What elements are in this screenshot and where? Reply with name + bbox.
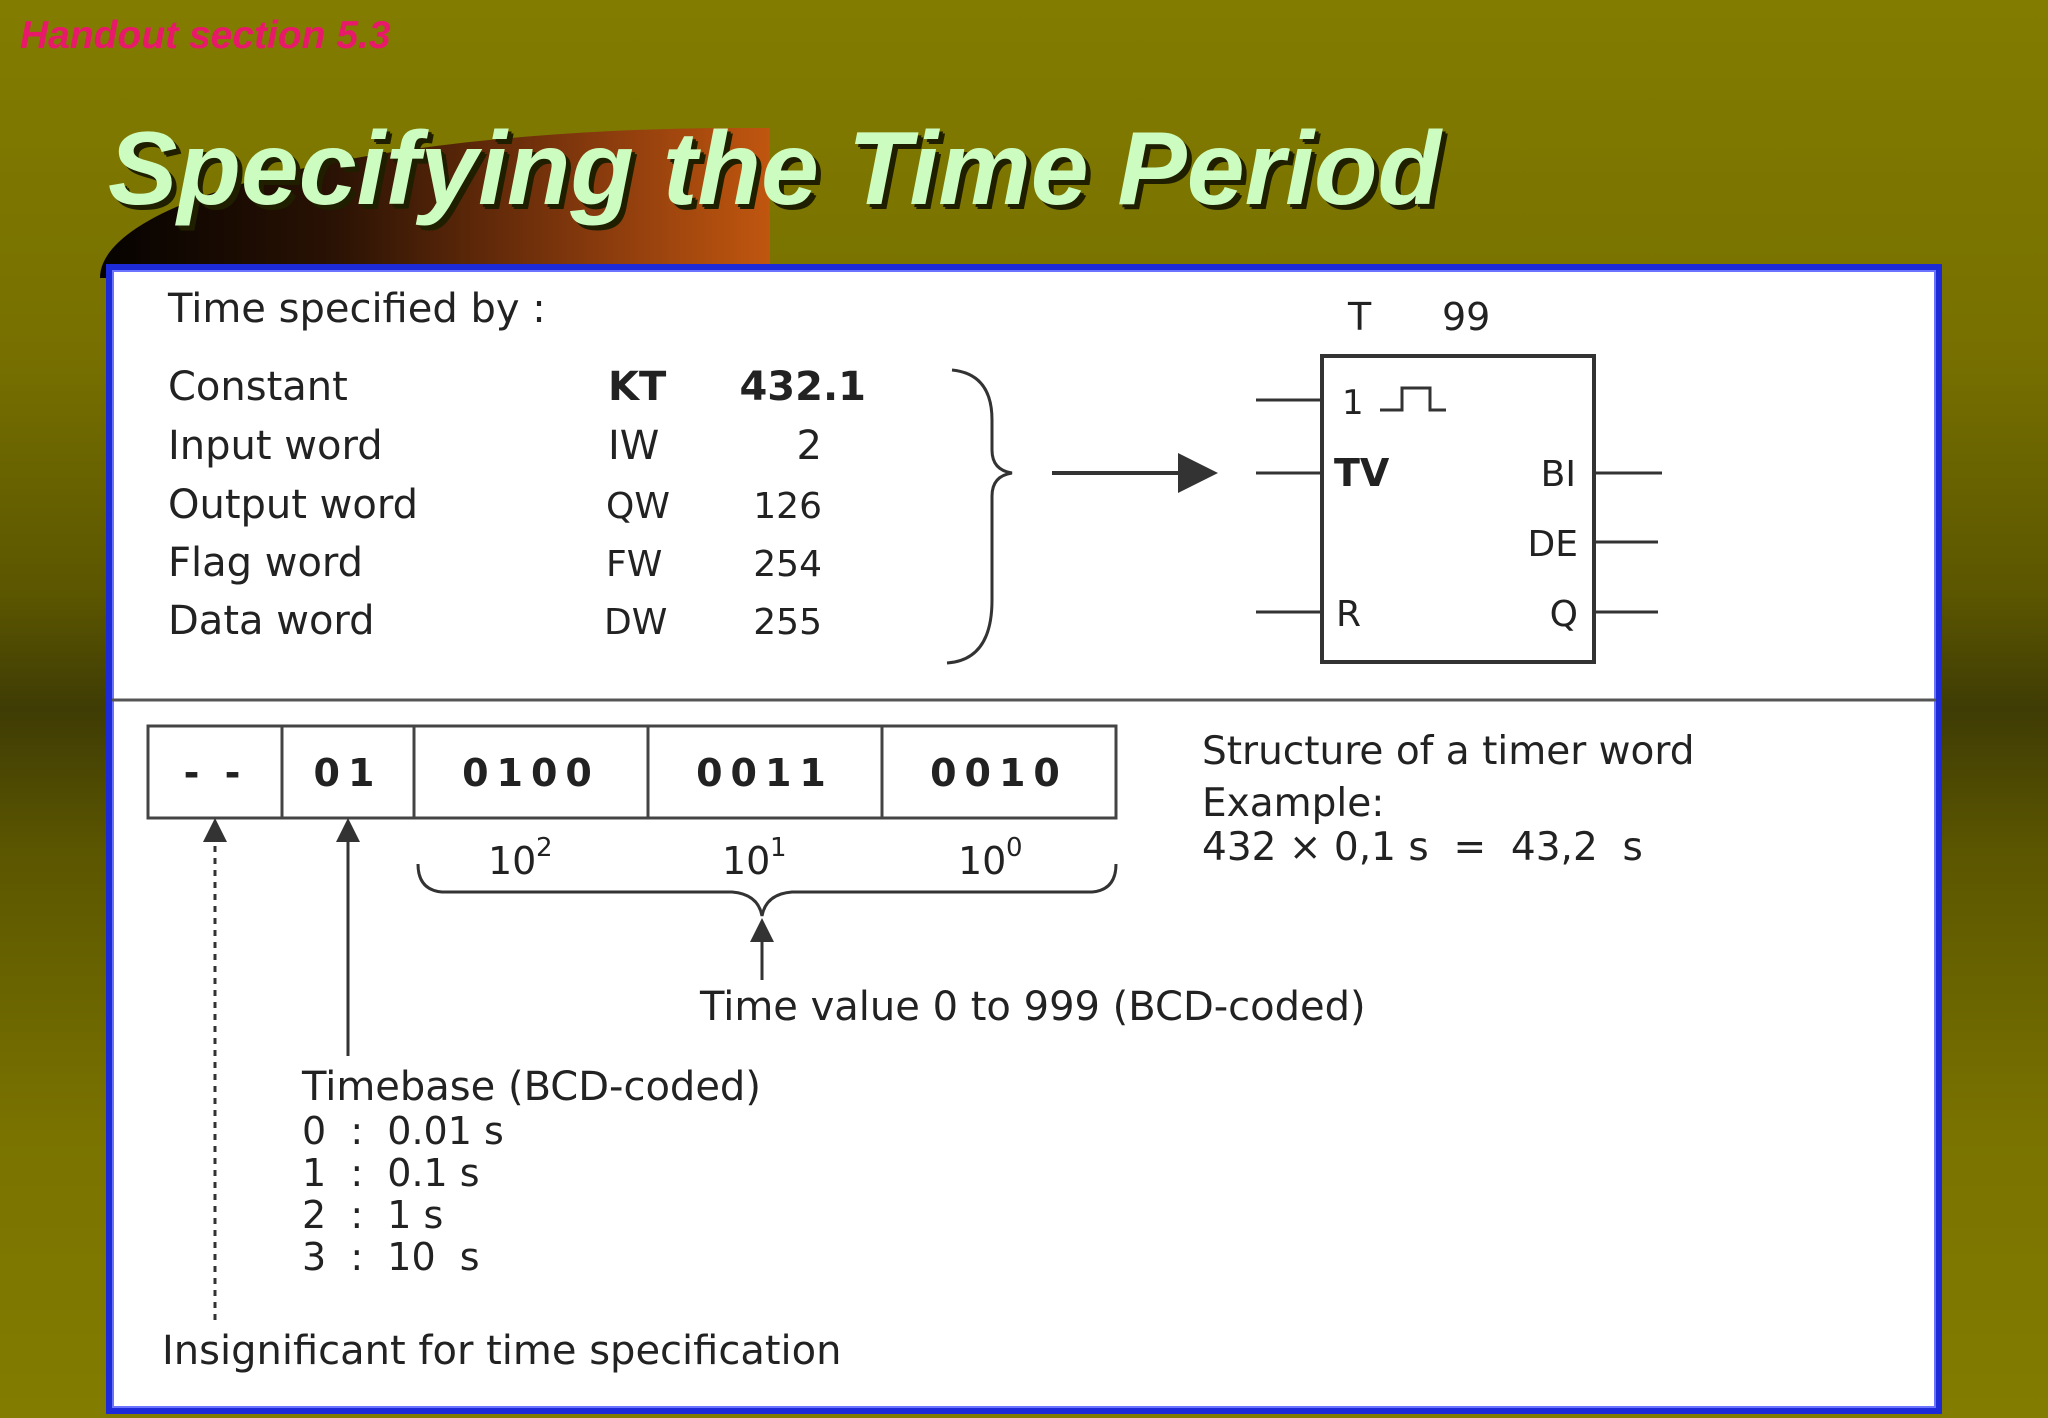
timebase-item: 3 : 10 s	[302, 1235, 480, 1279]
power-exponent: 0	[1006, 833, 1023, 863]
timer-word-cell	[146, 724, 284, 820]
timer-input-r: R	[1336, 594, 1361, 635]
example-label: Example:	[1202, 781, 1384, 826]
insignificant-label: Insignificant for time specification	[162, 1328, 841, 1374]
timebase-item: 1 : 0.1 s	[302, 1151, 480, 1195]
time-spec-label: Input word	[168, 423, 383, 469]
timer-word-cell-text: 0011	[696, 751, 834, 795]
timer-word-cell-text: - -	[184, 751, 247, 795]
timebase-item: 0 : 0.01 s	[302, 1109, 504, 1153]
time-spec-table: Constant KT 432.1 Input word IW 2 Output…	[168, 364, 866, 644]
slide-title: Specifying the Time Period	[108, 111, 1442, 227]
timer-word: - - 01 0100 0011 0010	[146, 724, 1118, 820]
time-spec-label: Data word	[168, 598, 375, 644]
time-spec-heading: Time specified by :	[167, 286, 546, 332]
time-spec-value: 255	[753, 602, 822, 643]
power-base: 10	[488, 839, 536, 883]
time-spec-value: 254	[753, 544, 822, 585]
timebase-list: 0 : 0.01 s 1 : 0.1 s 2 : 1 s 3 : 10 s	[302, 1109, 504, 1279]
powers-of-ten: 10 2 10 1 10 0	[488, 833, 1023, 883]
timebase-title: Timebase (BCD-coded)	[301, 1064, 761, 1110]
time-spec-value: 432.1	[739, 364, 866, 410]
power-exponent: 1	[770, 833, 787, 863]
structure-title: Structure of a timer word	[1202, 729, 1695, 774]
timer-word-cell-text: 01	[314, 751, 383, 795]
time-spec-label: Output word	[168, 482, 418, 528]
timer-word-cell-text: 0100	[462, 751, 600, 795]
time-spec-code: DW	[604, 602, 667, 643]
power-base: 10	[958, 839, 1006, 883]
handout-reference: Handout section 5.3	[20, 14, 391, 57]
timer-input-tv: TV	[1334, 451, 1390, 495]
time-spec-code: FW	[606, 544, 662, 585]
timer-diagram: Time specified by : Constant KT 432.1 In…	[112, 286, 1936, 1374]
time-spec-value: 2	[797, 423, 822, 469]
timer-input-start: 1	[1342, 383, 1364, 423]
timer-output-de: DE	[1528, 524, 1578, 565]
timer-output-q: Q	[1550, 594, 1578, 635]
time-spec-value: 126	[753, 486, 822, 527]
time-value-label: Time value 0 to 999 (BCD-coded)	[699, 984, 1366, 1030]
power-exponent: 2	[536, 833, 553, 863]
time-spec-label: Flag word	[168, 540, 363, 586]
timer-number: 99	[1442, 295, 1490, 339]
example-expression: 432 × 0,1 s = 43,2 s	[1202, 825, 1643, 870]
diagram-panel: Time specified by : Constant KT 432.1 In…	[106, 264, 1942, 1414]
time-spec-label: Constant	[168, 364, 348, 410]
timebase-item: 2 : 1 s	[302, 1193, 443, 1237]
timer-word-cell	[880, 724, 1118, 820]
timer-block	[1320, 354, 1596, 664]
time-spec-code: IW	[608, 423, 659, 469]
timer-word-cell	[646, 724, 884, 820]
power-base: 10	[722, 839, 770, 883]
timer-word-cell-text: 0010	[930, 751, 1068, 795]
time-spec-code: QW	[606, 486, 670, 527]
curly-brace-bottom	[416, 863, 1118, 917]
time-spec-code: KT	[608, 364, 667, 410]
timer-name-prefix: T	[1347, 295, 1372, 339]
curly-brace-right	[946, 368, 1013, 665]
timer-output-bi: BI	[1541, 454, 1576, 495]
pulse-icon	[1380, 386, 1446, 412]
timer-word-cell	[412, 724, 650, 820]
